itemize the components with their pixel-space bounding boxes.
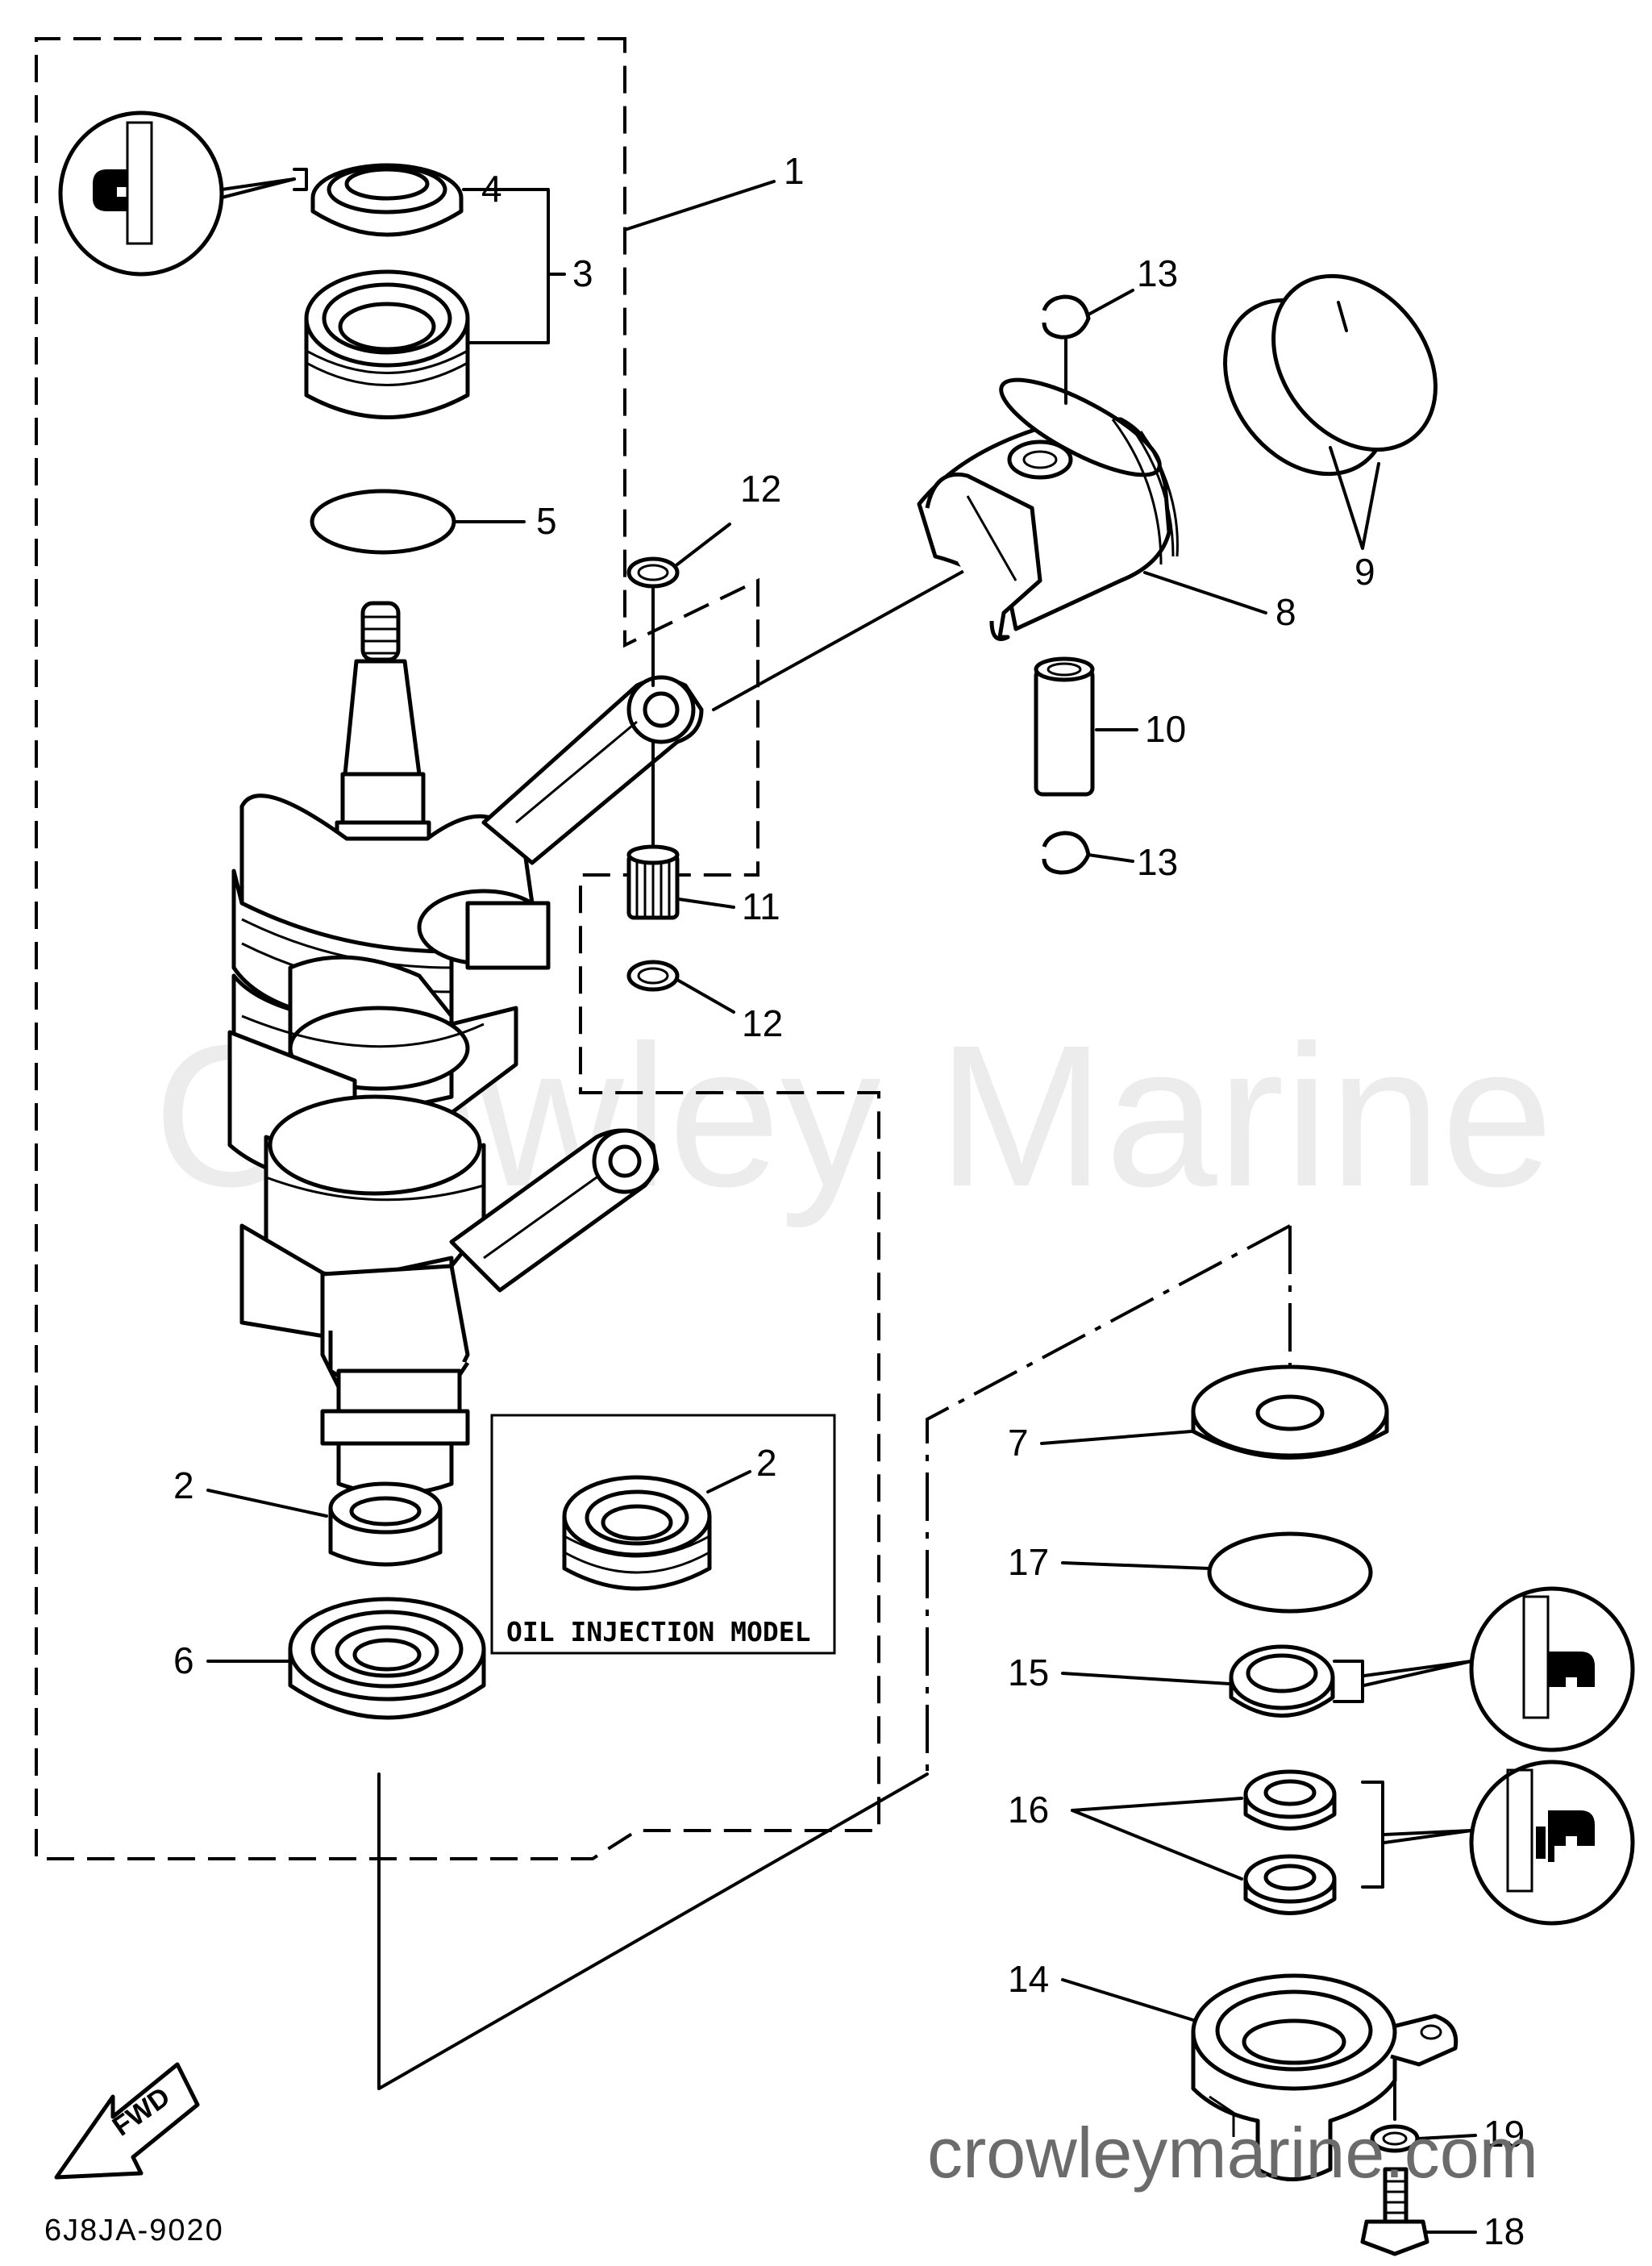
callout-1: 1 [784, 150, 805, 192]
callout-19: 19 [1483, 2113, 1525, 2155]
washer-part-12-lower [626, 960, 680, 992]
fwd-arrow-icon: FWD [54, 2062, 200, 2180]
callout-4: 4 [481, 168, 502, 210]
callout-2-left: 2 [173, 1464, 194, 1506]
bolt-part-18 [1360, 2167, 1429, 2256]
callout-12-upper: 12 [740, 468, 781, 510]
callout-16: 16 [1008, 1789, 1049, 1831]
circlip-part-13-upper [1042, 294, 1091, 339]
piston-pin-part-10 [1034, 656, 1095, 797]
oil-injection-inset: 2 OIL INJECTION MODEL [490, 1414, 836, 1655]
inset-label: OIL INJECTION MODEL [506, 1616, 811, 1647]
callout-9: 9 [1354, 551, 1375, 593]
site-url: crowleymarine.com [927, 2113, 1538, 2193]
piston-rings-part-9 [1223, 273, 1438, 477]
thrust-washer-part-7 [1191, 1364, 1389, 1460]
oil-seal-part-15 [1229, 1644, 1335, 1718]
needle-bearing-part-11 [626, 844, 680, 920]
grease-gun-icon [1363, 1586, 1635, 1752]
callout-13-lower: 13 [1137, 841, 1178, 883]
callout-17: 17 [1008, 1541, 1049, 1583]
callout-8: 8 [1275, 591, 1296, 633]
bearing-part-2 [328, 1481, 443, 1567]
callout-14: 14 [1008, 1958, 1049, 2000]
o-ring-part-5 [310, 489, 456, 555]
callout-11: 11 [742, 885, 780, 927]
callout-6: 6 [173, 1639, 194, 1681]
callout-12-lower: 12 [742, 1002, 783, 1044]
callout-7: 7 [1008, 1422, 1029, 1464]
oil-seal-part-4 [310, 163, 464, 237]
grease-gun-icon [58, 110, 308, 277]
callout-3: 3 [572, 252, 593, 294]
ball-bearing-part-6 [288, 1597, 486, 1720]
piston-part-8 [917, 377, 1179, 641]
callout-15: 15 [1008, 1652, 1049, 1693]
callout-5: 5 [536, 500, 557, 542]
diagram-code: 6J8JA-9020 [44, 2214, 224, 2247]
callout-13-upper: 13 [1137, 252, 1178, 294]
crankshaft [227, 601, 551, 1496]
connecting-rod-lower [449, 1128, 660, 1293]
connecting-rod-upper [481, 675, 704, 865]
grease-gun-icon [1383, 1760, 1635, 1926]
callout-2-inset: 2 [756, 1442, 777, 1484]
callout-10: 10 [1145, 708, 1186, 750]
o-ring-part-17 [1207, 1531, 1373, 1614]
washer-part-12-upper [626, 556, 680, 589]
seal-housing-part-14 [1191, 1973, 1459, 2181]
oil-seal-part-16 [1243, 1769, 1337, 1915]
bearing-housing-part-3 [304, 269, 470, 419]
callout-18: 18 [1483, 2210, 1525, 2252]
crankshaft-assembly-boundary [35, 37, 880, 1860]
circlip-part-13-lower [1042, 831, 1091, 875]
